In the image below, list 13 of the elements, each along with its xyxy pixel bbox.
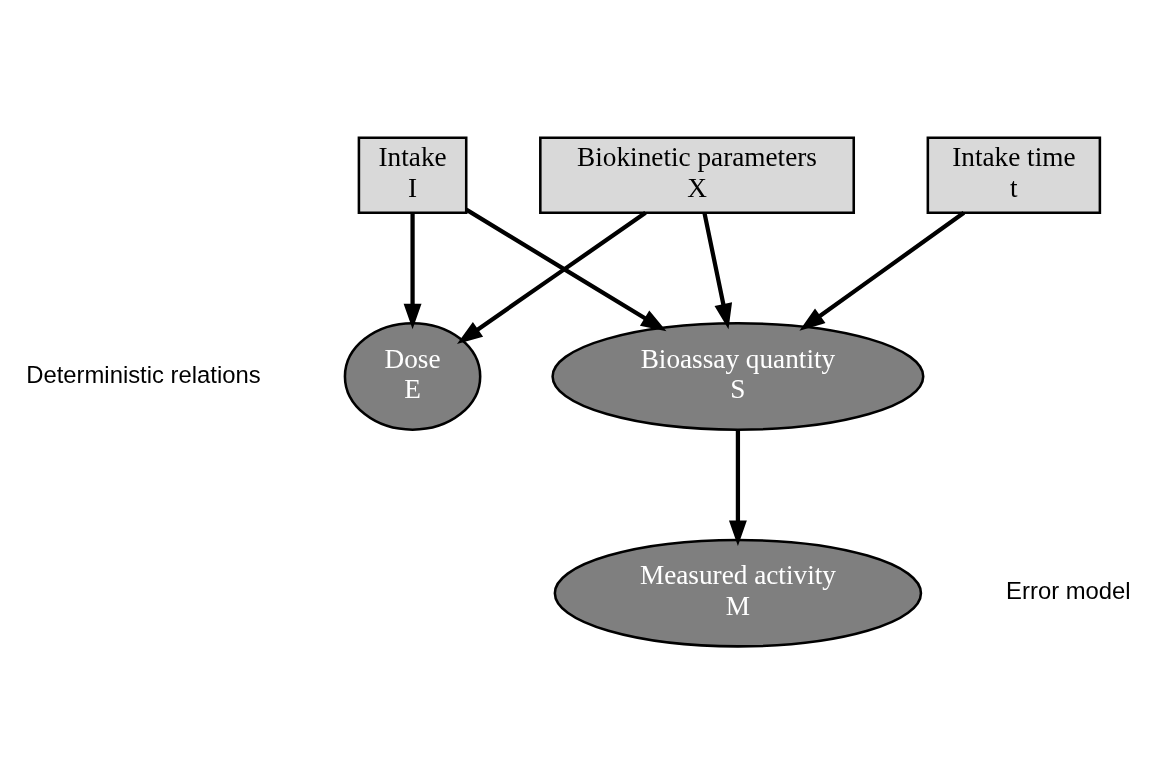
arrow [465,207,667,331]
node-box: Intake time t [926,136,1102,214]
label: Error model [1006,577,1131,604]
node-box: Biokinetic parameters X [539,136,855,214]
node-ellipse: Measured activity M [553,538,923,648]
node-ellipse: Bioassay quantity S [551,321,925,431]
arrow [799,210,966,331]
label: Deterministic relations [26,360,261,388]
arrow [403,212,422,329]
node-box: Intake I [357,136,468,214]
arrow [457,210,647,344]
arrow [702,211,733,329]
arrow [728,429,747,546]
